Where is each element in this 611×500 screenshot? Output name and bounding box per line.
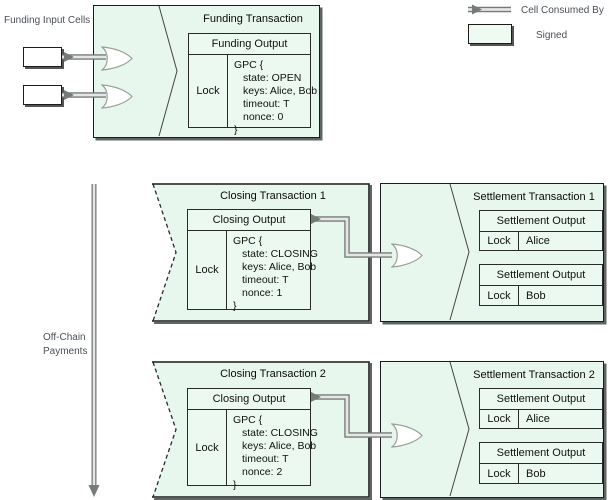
legend-arrow-label: Cell Consumed By	[521, 5, 604, 16]
gpc-line: state: OPEN	[243, 72, 302, 84]
owner-cell: Bob	[526, 289, 546, 302]
gpc-line: }	[233, 300, 237, 312]
lock-cell: Lock	[480, 232, 519, 250]
funding-output-box: Funding Output Lock GPC { state: OPEN ke…	[188, 33, 317, 136]
funding-transaction-title: Funding Transaction	[203, 13, 303, 25]
gpc-line: keys: Alice, Bob	[242, 261, 317, 273]
settlement-transaction-1-title: Settlement Transaction 1	[473, 191, 595, 203]
settlement-output-title: Settlement Output	[480, 443, 602, 464]
offchain-label-line2: Payments	[43, 346, 88, 357]
closing-output-box: Closing Output Lock GPC { state: CLOSING…	[187, 388, 318, 491]
settlement-output-box: Settlement Output Lock Bob	[479, 442, 603, 484]
gpc-line: state: CLOSING	[242, 427, 318, 439]
funding-input-cells-label: Funding Input Cells	[4, 15, 91, 26]
legend-box-label: Signed	[536, 30, 568, 41]
gpc-line: GPC {	[234, 59, 264, 71]
settlement-transaction-2-box: Settlement Transaction 2 Settlement Outp…	[380, 361, 604, 498]
lock-cell: Lock	[188, 410, 227, 485]
closing-output-title: Closing Output	[188, 210, 310, 231]
closing-transaction-1-box: Closing Transaction 1 Closing Output Loc…	[152, 183, 370, 322]
gpc-line: GPC {	[233, 414, 263, 426]
closing-transaction-2-title: Closing Transaction 2	[220, 368, 326, 380]
lock-cell: Lock	[189, 55, 228, 127]
funding-input-cell	[23, 85, 62, 105]
gpc-line: nonce: 0	[243, 111, 284, 123]
closing-transaction-2-box: Closing Transaction 2 Closing Output Loc…	[152, 361, 370, 498]
funding-input-cell	[23, 47, 62, 67]
settlement-transaction-2-title: Settlement Transaction 2	[473, 369, 595, 381]
lock-cell: Lock	[480, 286, 519, 305]
offchain-payments-arrow	[88, 184, 100, 497]
gpc-script-cell: GPC { state: CLOSING keys: Alice, Bob ti…	[227, 410, 320, 491]
owner-cell: Alice	[526, 235, 550, 247]
settlement-output-title: Settlement Output	[480, 265, 602, 286]
owner-cell: Alice	[526, 413, 550, 425]
gpc-line: keys: Alice, Bob	[243, 85, 318, 97]
settlement-output-box: Settlement Output Lock Bob	[479, 264, 603, 306]
lock-cell: Lock	[480, 464, 519, 483]
gpc-script-cell: GPC { state: OPEN keys: Alice, Bob timeo…	[228, 55, 319, 136]
settlement-output-title: Settlement Output	[480, 211, 602, 232]
funding-output-title: Funding Output	[189, 34, 310, 55]
gpc-line: GPC {	[233, 235, 263, 247]
lock-cell: Lock	[480, 410, 519, 428]
legend-consumed-arrow	[468, 4, 511, 15]
or-gate-icon	[101, 46, 133, 71]
owner-cell: Bob	[526, 467, 546, 480]
settlement-output-box: Settlement Output Lock Alice	[479, 210, 603, 251]
gpc-line: timeout: T	[242, 274, 289, 286]
gpc-script-cell: GPC { state: CLOSING keys: Alice, Bob ti…	[227, 231, 320, 312]
gpc-line: }	[234, 124, 238, 136]
closing-transaction-1-title: Closing Transaction 1	[220, 190, 326, 202]
legend-cell-box	[468, 24, 512, 44]
gpc-line: state: CLOSING	[242, 248, 318, 260]
settlement-output-title: Settlement Output	[480, 389, 602, 410]
gpc-line: }	[233, 479, 237, 491]
closing-output-title: Closing Output	[188, 389, 310, 410]
settlement-output-box: Settlement Output Lock Alice	[479, 388, 603, 429]
offchain-payments-label: Off-Chain Payments	[43, 331, 87, 359]
gpc-line: nonce: 1	[242, 287, 283, 299]
lock-cell: Lock	[188, 231, 227, 309]
offchain-label-line1: Off-Chain	[43, 332, 86, 343]
closing-output-box: Closing Output Lock GPC { state: CLOSING…	[187, 209, 318, 312]
gpc-line: nonce: 2	[242, 466, 283, 478]
or-gate-icon	[101, 84, 133, 109]
settlement-transaction-1-box: Settlement Transaction 1 Settlement Outp…	[380, 183, 604, 322]
funding-transaction-box: Funding Transaction Funding Output Lock …	[93, 5, 320, 138]
or-gate-icon	[391, 423, 423, 448]
or-gate-icon	[391, 243, 423, 268]
gpc-line: timeout: T	[243, 98, 290, 110]
gpc-line: timeout: T	[242, 453, 289, 465]
gpc-line: keys: Alice, Bob	[242, 440, 317, 452]
